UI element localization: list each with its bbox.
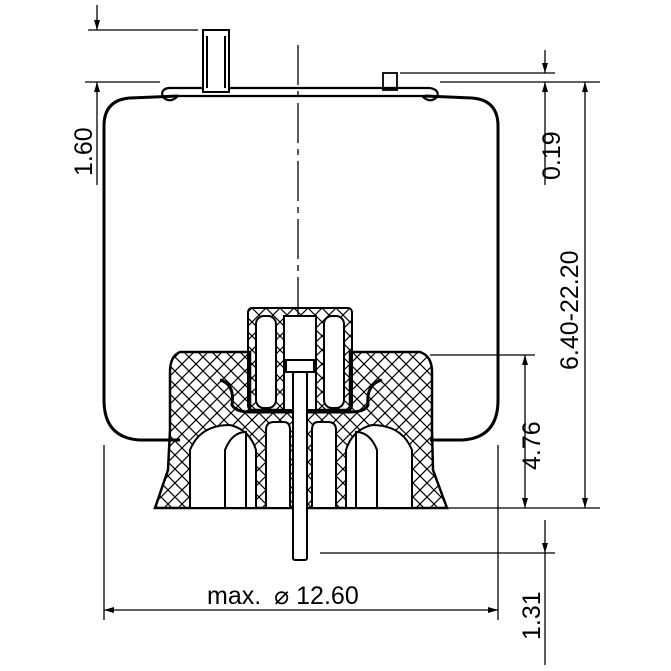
air-fitting xyxy=(382,72,398,91)
mounting-stud xyxy=(202,29,230,93)
dim-1-60: 1.60 xyxy=(70,127,98,176)
extension-lines xyxy=(85,29,600,620)
dim-4-76: 4.76 xyxy=(518,421,546,470)
bellows xyxy=(102,94,500,442)
max-diameter-value: 12.60 xyxy=(296,582,359,610)
dim-0-19: 0.19 xyxy=(538,131,566,180)
piston-cavities xyxy=(189,421,413,509)
max-prefix: max. xyxy=(207,582,261,610)
center-pin xyxy=(285,359,315,561)
top-plate xyxy=(161,86,439,102)
dim-max-diameter: max. ⌀ 12.60 xyxy=(207,582,359,610)
diameter-symbol: ⌀ xyxy=(274,582,289,610)
dim-1-31: 1.31 xyxy=(518,591,546,640)
dim-height-range: 6.40-22.20 xyxy=(556,250,584,370)
dimension-lines xyxy=(94,5,588,665)
